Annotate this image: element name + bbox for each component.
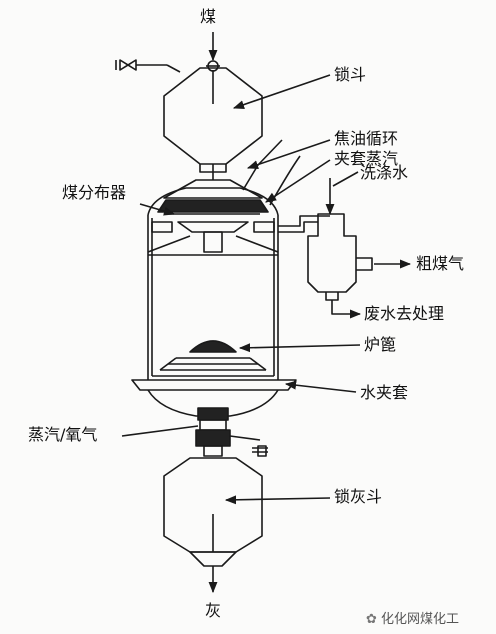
grate xyxy=(152,340,274,377)
label-steam-oxygen: 蒸汽/氧气 xyxy=(28,425,98,444)
watermark: ✿ 化化网煤化工 xyxy=(366,612,460,627)
label-coal: 煤 xyxy=(200,7,217,26)
jacket-steam-line xyxy=(269,155,301,206)
label-grate: 炉篦 xyxy=(364,335,397,354)
scrubber xyxy=(307,178,412,319)
coal-distributor xyxy=(147,179,279,256)
watermark-logo-icon: ✿ xyxy=(366,612,382,627)
label-lock-hopper: 锁斗 xyxy=(334,65,367,84)
gasifier-top xyxy=(147,187,279,216)
steam-oxygen-line xyxy=(121,425,199,437)
label-ash: 灰 xyxy=(205,601,222,620)
label-jacket-steam: 夹套蒸汽 xyxy=(334,149,399,168)
label-raw-gas: 粗煤气 xyxy=(416,254,465,273)
tar-recycle-line xyxy=(242,139,283,191)
label-water-jacket: 水夹套 xyxy=(360,383,409,402)
ash-discharge-valve xyxy=(195,407,231,457)
label-tar-recycle: 焦油循环 xyxy=(334,129,399,148)
label-wash-water: 洗涤水 xyxy=(360,163,409,182)
label-ash-lock-hopper: 锁灰斗 xyxy=(334,487,383,506)
label-waste-water: 废水去处理 xyxy=(364,304,445,323)
water-jacket-flange xyxy=(131,379,297,391)
label-coal-distributor: 煤分布器 xyxy=(62,183,127,202)
vent-valve xyxy=(115,59,181,73)
